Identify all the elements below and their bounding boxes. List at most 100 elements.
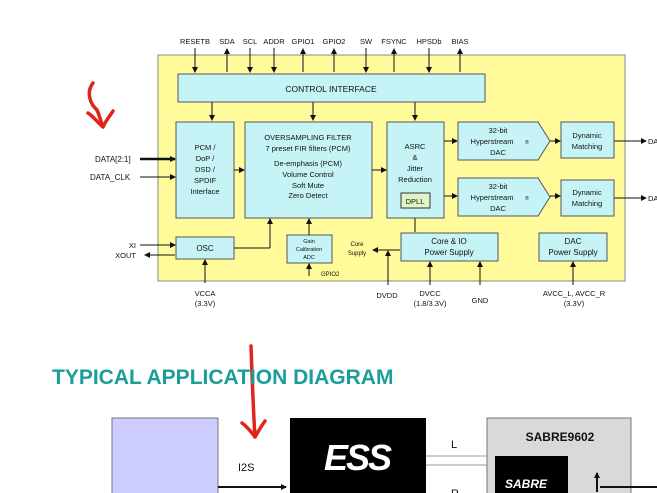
l-lines: [426, 455, 487, 466]
i2s-label: I2S: [238, 462, 255, 474]
svg-text:DSD /: DSD /: [195, 165, 216, 174]
svg-text:ASRC: ASRC: [405, 142, 426, 151]
control-arrows: [209, 102, 418, 121]
gain-adc-text: Gain Calibration ADC: [296, 239, 322, 261]
pin-scl: SCL: [243, 37, 258, 46]
svg-text:DAC: DAC: [490, 204, 506, 213]
annotation-arrow-1: [86, 81, 115, 129]
dac-2-text: 32-bit Hyperstream ® DAC: [471, 182, 530, 213]
dpll-block: [400, 192, 431, 209]
core-supply-label-1: Core: [350, 242, 364, 248]
svg-text:Power Supply: Power Supply: [424, 248, 473, 257]
svg-text:Hyperstream: Hyperstream: [471, 137, 514, 146]
svg-text:DAC: DAC: [490, 148, 506, 157]
input-data-clk: DATA_CLK: [90, 173, 131, 182]
sabre-inner-block: [495, 456, 568, 493]
pin-gpio2: GPIO2: [323, 37, 346, 46]
dynamic-matching-1-text: Dynamic Matching: [572, 131, 602, 151]
dpll-label: DPLL: [406, 197, 425, 206]
sabre9602-label: SABRE9602: [526, 430, 595, 444]
svg-text:(3.3V): (3.3V): [564, 299, 585, 308]
svg-text:AVCC_L, AVCC_R: AVCC_L, AVCC_R: [543, 289, 606, 298]
osc-lines: [140, 218, 273, 283]
svg-text:Volume Control: Volume Control: [282, 170, 334, 179]
svg-text:®: ®: [525, 195, 529, 202]
svg-text:Gain: Gain: [303, 239, 315, 245]
top-pin-labels: RESETB SDA SCL ADDR GPIO1 GPIO2 SW FSYNC…: [180, 37, 469, 46]
pin-sw: SW: [360, 37, 373, 46]
svg-text:VCCA: VCCA: [195, 289, 216, 298]
gpio2-label: GPIO2: [321, 272, 340, 278]
input-data: DATA[2:1]: [95, 155, 131, 164]
oversampling-filter-text: OVERSAMPLING FILTER 7 preset FIR filters…: [264, 133, 352, 200]
top-pin-lines: [192, 48, 463, 73]
svg-text:&: &: [412, 153, 417, 162]
ess-logo: ESS: [324, 437, 392, 478]
svg-text:Calibration: Calibration: [296, 247, 322, 253]
pin-bias: BIAS: [451, 37, 468, 46]
pin-gpio1: GPIO1: [292, 37, 315, 46]
svg-text:(3.3V): (3.3V): [195, 299, 216, 308]
gain-calibration-adc-block: [286, 234, 333, 264]
pcm-interface-block: [175, 121, 235, 219]
svg-text:Interface: Interface: [190, 187, 219, 196]
dac-power-supply-block: [538, 232, 608, 262]
svg-text:DVCC: DVCC: [419, 289, 441, 298]
pcm-interface-text: PCM / DoP / DSD / SPDIF Interface: [190, 143, 219, 196]
typical-application-heading: TYPICAL APPLICATION DIAGRAM: [52, 366, 394, 389]
core-supply-label-2: Supply: [348, 251, 366, 257]
dac-1-text: 32-bit Hyperstream ® DAC: [471, 126, 530, 157]
oversampling-filter-block: [244, 121, 373, 219]
host-block: [111, 417, 219, 493]
dynamic-matching-2-text: Dynamic Matching: [572, 188, 602, 208]
pin-addr: ADDR: [263, 37, 285, 46]
asrc-text: ASRC & Jitter Reduction: [398, 142, 432, 184]
svg-text:(1.8/3.3V): (1.8/3.3V): [414, 299, 447, 308]
svg-text:DVDD: DVDD: [376, 291, 398, 300]
svg-text:7 preset FIR filters (PCM): 7 preset FIR filters (PCM): [265, 144, 351, 153]
svg-text:Core & IO: Core & IO: [431, 237, 467, 246]
svg-text:Power Supply: Power Supply: [548, 248, 597, 257]
bottom-pin-labels: VCCA (3.3V) DVDD DVCC (1.8/3.3V) GND AVC…: [195, 289, 606, 308]
core-io-power-supply-block: [400, 232, 499, 262]
dac-block-2: [457, 177, 551, 217]
svg-text:Soft Mute: Soft Mute: [292, 181, 324, 190]
svg-text:Dynamic: Dynamic: [572, 131, 601, 140]
output-pin-2: DA: [648, 194, 657, 203]
svg-text:Dynamic: Dynamic: [572, 188, 601, 197]
sabre-inner-label: SABRE: [505, 477, 548, 491]
svg-text:Hyperstream: Hyperstream: [471, 193, 514, 202]
svg-text:Matching: Matching: [572, 142, 602, 151]
dynamic-matching-1: [560, 121, 615, 159]
internal-arrows: [234, 138, 647, 201]
pin-resetb: RESETB: [180, 37, 210, 46]
svg-text:DAC: DAC: [565, 237, 582, 246]
svg-text:Matching: Matching: [572, 199, 602, 208]
pin-sda: SDA: [219, 37, 234, 46]
ess-chip-block: [290, 418, 426, 493]
svg-text:PCM /: PCM /: [195, 143, 217, 152]
annotation-arrow-2: [240, 344, 267, 439]
dynamic-matching-2: [560, 179, 615, 217]
pin-xi: XI: [129, 241, 136, 250]
input-arrows: [140, 156, 176, 180]
control-interface-block: [177, 73, 486, 103]
svg-text:ADC: ADC: [303, 255, 315, 261]
svg-text:Zero Detect: Zero Detect: [288, 191, 328, 200]
svg-text:GND: GND: [472, 296, 489, 305]
osc-label: OSC: [196, 244, 214, 253]
l-label: L: [451, 439, 457, 451]
svg-text:®: ®: [525, 139, 529, 146]
svg-text:32-bit: 32-bit: [489, 126, 509, 135]
svg-text:De-emphasis (PCM): De-emphasis (PCM): [274, 159, 342, 168]
pin-hpsdb: HPSDb: [416, 37, 441, 46]
pin-xout: XOUT: [115, 251, 136, 260]
control-interface-label: CONTROL INTERFACE: [285, 84, 377, 94]
svg-text:32-bit: 32-bit: [489, 182, 509, 191]
core-io-lines: [372, 218, 483, 285]
output-pin-1: DA: [648, 137, 657, 146]
svg-text:Jitter: Jitter: [407, 164, 424, 173]
svg-text:OVERSAMPLING FILTER: OVERSAMPLING FILTER: [264, 133, 352, 142]
svg-text:SPDIF: SPDIF: [194, 176, 217, 185]
